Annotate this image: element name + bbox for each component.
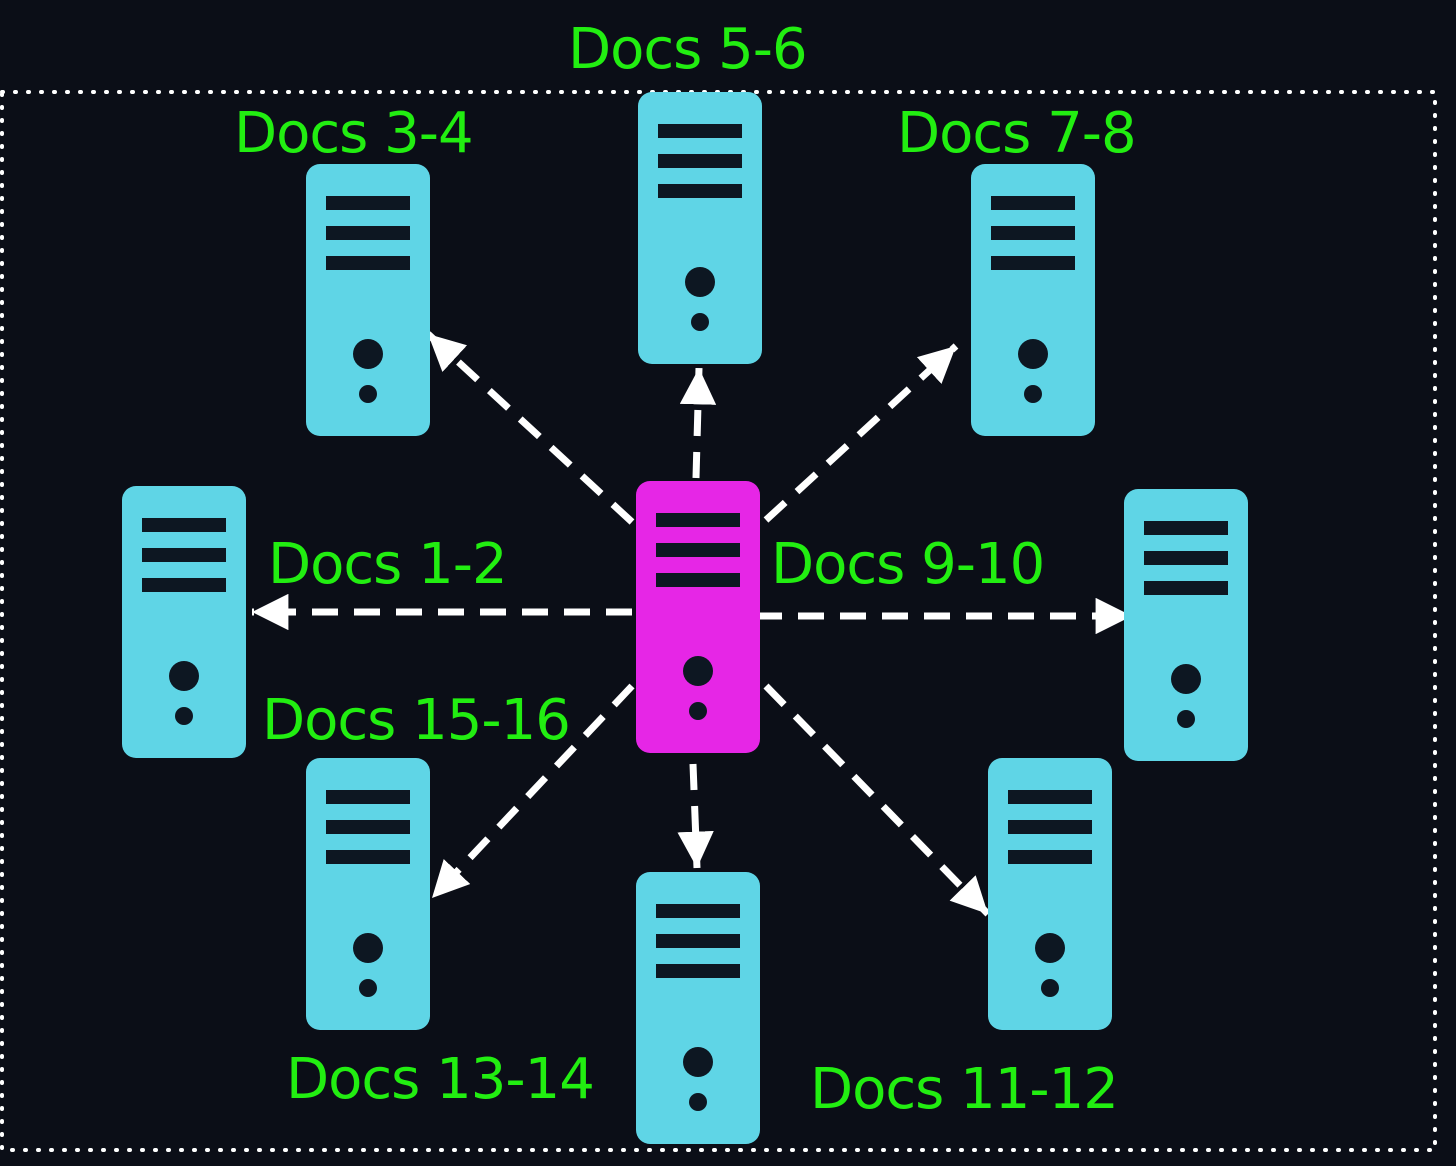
- shard-label-docs-9-10: Docs 9-10: [771, 532, 1044, 597]
- drive-bay: [326, 850, 410, 864]
- power-button: [353, 339, 383, 369]
- drive-bay: [326, 226, 410, 240]
- server-docs-11-12: [988, 758, 1112, 1030]
- status-led: [1177, 710, 1195, 728]
- drive-bay: [326, 256, 410, 270]
- drive-bay: [1008, 790, 1092, 804]
- drive-bay: [656, 964, 740, 978]
- arrow-to-docs-13-14: [677, 763, 714, 869]
- drive-bay: [658, 154, 742, 168]
- drive-bay: [656, 934, 740, 948]
- power-button: [1035, 933, 1065, 963]
- power-button: [1171, 664, 1201, 694]
- drive-bay: [658, 124, 742, 138]
- server-docs-1-2: [122, 486, 246, 758]
- drive-bay: [991, 256, 1075, 270]
- drive-bay: [656, 513, 740, 527]
- shard-label-docs-15-16: Docs 15-16: [262, 688, 570, 753]
- drive-bay: [1144, 581, 1228, 595]
- status-led: [175, 707, 193, 725]
- drive-bay: [326, 820, 410, 834]
- arrow-to-docs-15-16: [429, 683, 635, 901]
- power-button: [683, 656, 713, 686]
- arrow-to-docs-3-4: [425, 331, 635, 525]
- coordinator-server: [636, 481, 760, 753]
- shard-label-docs-7-8: Docs 7-8: [897, 101, 1136, 166]
- server-docs-15-16: [306, 758, 430, 1030]
- drive-bay: [326, 790, 410, 804]
- servers-layer: [122, 92, 1248, 1144]
- drive-bay: [1008, 850, 1092, 864]
- drive-bay: [658, 184, 742, 198]
- power-button: [169, 661, 199, 691]
- drive-bay: [142, 548, 226, 562]
- status-led: [1041, 979, 1059, 997]
- power-button: [685, 267, 715, 297]
- arrow-to-docs-11-12: [763, 683, 991, 917]
- server-docs-13-14: [636, 872, 760, 1144]
- drive-bay: [1144, 551, 1228, 565]
- arrow-to-docs-5-6: [679, 367, 717, 479]
- server-docs-5-6: [638, 92, 762, 364]
- drive-bay: [1008, 820, 1092, 834]
- shard-label-docs-5-6: Docs 5-6: [568, 17, 807, 82]
- shard-label-docs-11-12: Docs 11-12: [810, 1057, 1118, 1122]
- status-led: [689, 1093, 707, 1111]
- server-docs-3-4: [306, 164, 430, 436]
- server-docs-9-10: [1124, 489, 1248, 761]
- shard-label-docs-1-2: Docs 1-2: [268, 532, 507, 597]
- arrows-layer: [252, 331, 1132, 917]
- status-led: [691, 313, 709, 331]
- status-led: [359, 385, 377, 403]
- power-button: [1018, 339, 1048, 369]
- status-led: [359, 979, 377, 997]
- drive-bay: [991, 196, 1075, 210]
- drive-bay: [656, 573, 740, 587]
- drive-bay: [656, 543, 740, 557]
- drive-bay: [656, 904, 740, 918]
- arrow-to-docs-7-8: [763, 343, 959, 523]
- drive-bay: [1144, 521, 1228, 535]
- drive-bay: [142, 578, 226, 592]
- status-led: [1024, 385, 1042, 403]
- drive-bay: [991, 226, 1075, 240]
- drive-bay: [326, 196, 410, 210]
- server-docs-7-8: [971, 164, 1095, 436]
- power-button: [353, 933, 383, 963]
- status-led: [689, 702, 707, 720]
- shard-label-docs-13-14: Docs 13-14: [286, 1047, 594, 1112]
- drive-bay: [142, 518, 226, 532]
- power-button: [683, 1047, 713, 1077]
- shard-label-docs-3-4: Docs 3-4: [234, 101, 473, 166]
